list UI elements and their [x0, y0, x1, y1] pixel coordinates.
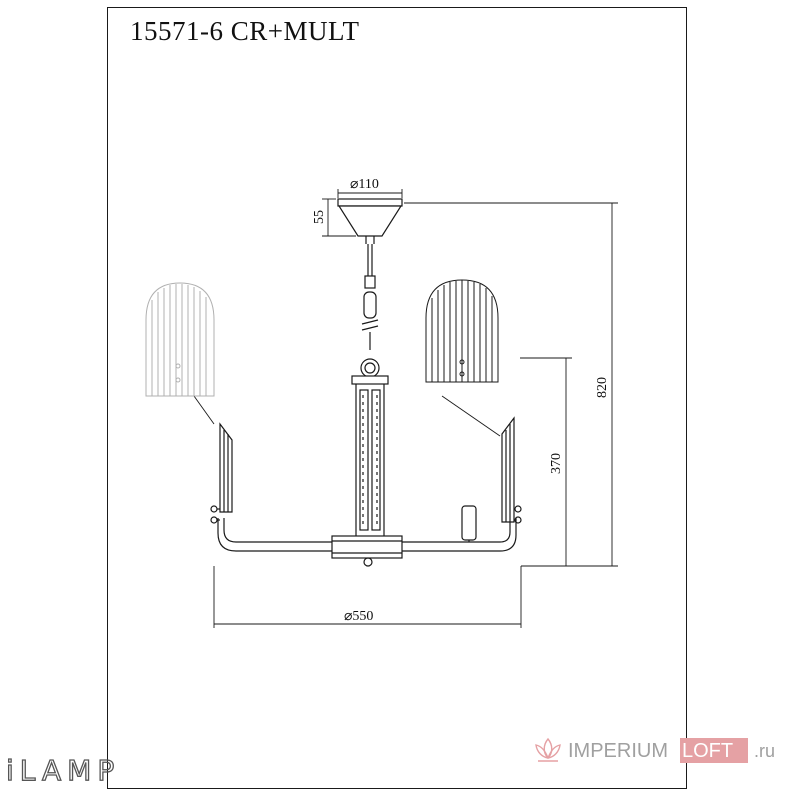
dim-fixture-diameter: ⌀550 — [344, 609, 373, 624]
lotus-icon — [535, 737, 561, 762]
left-shade-side — [210, 422, 233, 524]
right-shade-side — [501, 416, 522, 524]
leader-left — [193, 395, 215, 425]
central-column — [351, 375, 389, 536]
watermark-loft-box — [680, 738, 748, 763]
dim-canopy-height: 55 — [312, 210, 327, 224]
ilamp-logo: iLAMP — [5, 753, 120, 787]
chain-rod — [360, 244, 380, 378]
hub-and-arms — [217, 505, 517, 567]
watermark-brand: IMPERIUM — [568, 740, 668, 762]
ilamp-logo-text: iLAMP — [6, 754, 120, 787]
imperiumloft-watermark: IMPERIUM LOFT .ru — [535, 737, 775, 763]
left-shade-detail — [145, 282, 215, 397]
leader-right — [441, 395, 501, 437]
right-shade-detail — [425, 279, 499, 383]
watermark-domain: .ru — [754, 741, 775, 761]
dim-canopy-diameter: ⌀110 — [350, 177, 379, 192]
dim-fixture-height: 370 — [549, 453, 564, 474]
model-number: 15571-6 CR+MULT — [130, 16, 360, 46]
canopy — [337, 198, 403, 244]
watermark-loft: LOFT — [682, 740, 733, 762]
canopy-dim-lines — [322, 189, 403, 237]
dim-total-height: 820 — [595, 377, 610, 398]
drawing-frame — [107, 7, 687, 789]
height-dim-lines — [213, 202, 618, 628]
